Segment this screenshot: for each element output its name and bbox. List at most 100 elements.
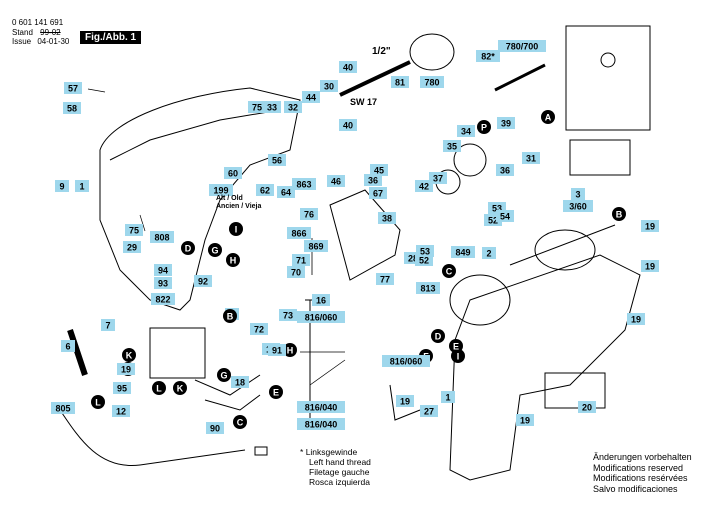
label-box [496, 164, 514, 176]
part-number-label: 82* [476, 50, 500, 62]
issue-date: 04-01-30 [37, 37, 70, 46]
label-text: 19 [645, 221, 655, 231]
label-text: 36 [368, 175, 378, 185]
label-text: 199 [213, 185, 228, 195]
label-text: 780/700 [506, 41, 539, 51]
reference-letter-marker: A [541, 110, 555, 124]
label-box [641, 260, 659, 272]
part-number-label: 34 [457, 125, 475, 137]
chuck-key-shape [494, 63, 546, 92]
part-number-label: 94 [154, 264, 172, 276]
part-number-label: 32 [284, 101, 302, 113]
label-text: I [235, 224, 238, 234]
label-text: 81 [395, 77, 405, 87]
label-text: 816/060 [305, 312, 338, 322]
part-number-label: 37 [429, 172, 447, 184]
marker-circle [283, 343, 297, 357]
label-box [154, 264, 172, 276]
label-box [284, 101, 302, 113]
label-text: 95 [117, 383, 127, 393]
label-text: P [481, 122, 487, 132]
marker-circle [612, 207, 626, 221]
part-number-label: 36 [364, 174, 382, 186]
modifications-line: Modifications resérvées [593, 473, 688, 483]
label-text: 64 [281, 187, 291, 197]
label-text: 52 [488, 215, 498, 225]
label-box [457, 125, 475, 137]
part-number-label: 56 [268, 154, 286, 166]
part-number-label: 35 [443, 140, 461, 152]
reference-letter-marker: P [477, 120, 491, 134]
old-part-line: Ancien / Vieja [216, 203, 262, 210]
stand-old-date: 99-02 [40, 28, 61, 37]
part-number-label: 7 [101, 319, 115, 331]
label-box [209, 184, 233, 196]
label-text: 75 [252, 102, 262, 112]
marker-circle [217, 368, 231, 382]
part-number-label: 38 [378, 212, 396, 224]
marker-circle [229, 222, 243, 236]
part-number-label: 70 [287, 266, 305, 278]
part-number-label: 77 [376, 273, 394, 285]
label-box [279, 309, 297, 321]
marker-circle [233, 415, 247, 429]
label-box [206, 422, 224, 434]
label-box [277, 186, 295, 198]
label-text: 869 [308, 241, 323, 251]
part-number: 0 601 141 691 [12, 18, 64, 27]
label-box [382, 355, 430, 367]
cord-shape [59, 409, 246, 467]
part-number-label: 90 [206, 422, 224, 434]
switch-shape [149, 327, 206, 379]
label-box [627, 313, 645, 325]
part-number-label: 40 [339, 119, 357, 131]
label-text: G [220, 370, 227, 380]
part-number-label: 42 [415, 180, 433, 192]
label-box [194, 275, 212, 287]
armature-shaft [509, 224, 616, 266]
part-number-label: 16 [312, 294, 330, 306]
reference-letter-marker: K [122, 348, 136, 362]
label-text: 780 [424, 77, 439, 87]
label-text: 822 [155, 294, 170, 304]
label-box [268, 154, 286, 166]
label-text: 27 [424, 406, 434, 416]
label-box [443, 140, 461, 152]
label-text: 93 [158, 278, 168, 288]
label-box [496, 210, 514, 222]
wrench-size: SW 17 [350, 97, 378, 107]
label-box [112, 405, 130, 417]
label-box [300, 208, 318, 220]
label-text: C [446, 266, 453, 276]
thread-note-line: Filetage gauche [309, 467, 370, 477]
label-box [268, 344, 286, 356]
part-number-label: 44 [302, 91, 320, 103]
schematic-frame [565, 25, 651, 131]
label-text: 813 [420, 283, 435, 293]
label-text: 6 [65, 341, 70, 351]
part-number-label: 808 [150, 231, 174, 243]
label-box [476, 50, 500, 62]
stand-row: Stand 99-02 [12, 28, 61, 37]
label-box [64, 82, 82, 94]
label-box [339, 61, 357, 73]
spindle-shape [339, 60, 411, 97]
label-text: 7 [105, 320, 110, 330]
label-box [416, 282, 440, 294]
label-box [482, 247, 496, 259]
label-text: 75 [129, 225, 139, 235]
label-box [248, 101, 266, 113]
label-box [224, 167, 242, 179]
label-box [364, 174, 382, 186]
part-number-label: 9 [55, 180, 69, 192]
reference-letter-marker: L [152, 381, 166, 395]
label-box [312, 294, 330, 306]
part-number-label: 805 [51, 402, 75, 414]
part-number-label: 19 [396, 395, 414, 407]
part-number-label: 72 [250, 323, 268, 335]
part-number-label: 54 [496, 210, 514, 222]
part-number-label: 19 [117, 363, 135, 375]
label-box [370, 164, 388, 176]
marker-circle [181, 241, 195, 255]
marker-circle [223, 309, 237, 323]
